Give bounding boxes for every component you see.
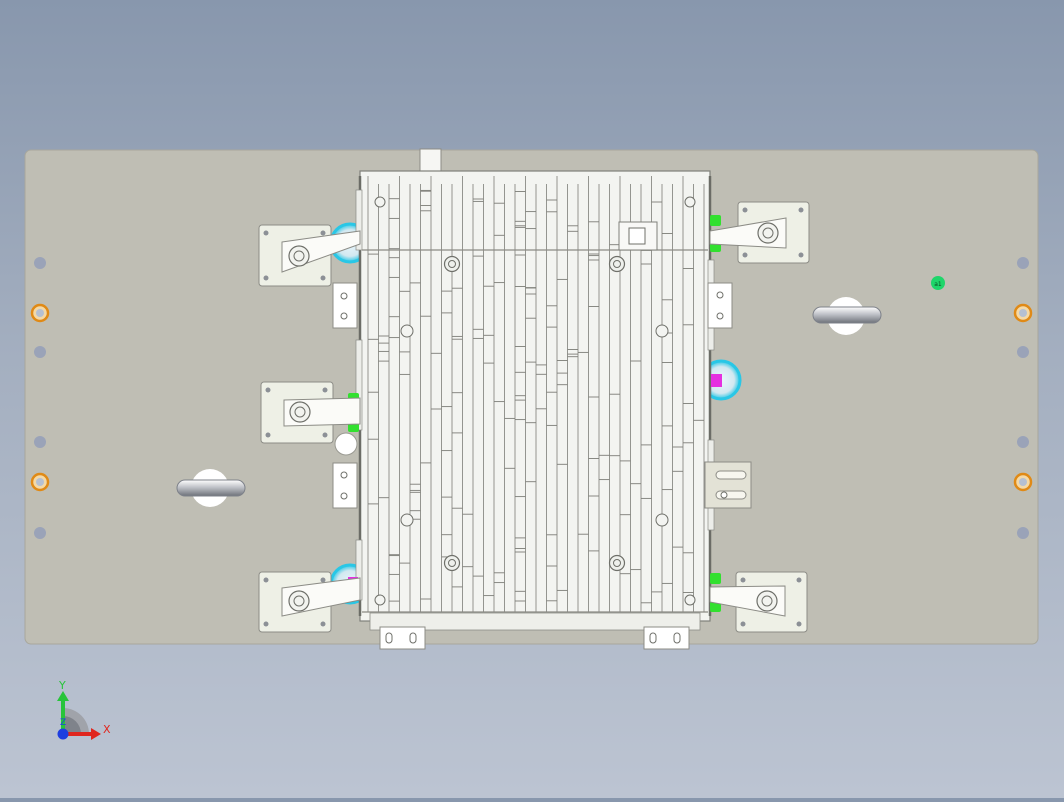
toggle-clamp-bottom-left[interactable]: [258, 571, 361, 633]
housing-screw: [608, 255, 626, 273]
magenta-marker: [711, 374, 722, 387]
plate-through-hole: [334, 432, 358, 456]
dowel-ring: [30, 472, 50, 492]
clamp-spindle: [288, 245, 310, 267]
support-block-right-upper[interactable]: [707, 282, 733, 329]
dowel-ring: [1013, 303, 1033, 323]
clamp-spindle: [289, 401, 311, 423]
coordinate-triad: [57, 691, 101, 740]
dowel-rings: [30, 303, 1033, 492]
bottom-stop-block-left[interactable]: [379, 626, 426, 650]
housing-boss-hole: [400, 513, 414, 527]
housing-screw: [608, 554, 626, 572]
annotation-marker[interactable]: a1: [931, 276, 945, 290]
housing-screw: [443, 255, 461, 273]
support-block-left-upper[interactable]: [332, 282, 358, 329]
cast-housing[interactable]: [355, 170, 715, 631]
plate-hole: [34, 527, 46, 539]
housing-boss-hole: [374, 594, 386, 606]
clamp-spindle: [757, 222, 779, 244]
housing-screws: [443, 255, 626, 572]
plate-side-holes: [34, 257, 1029, 539]
fin-cross-ribs: [368, 189, 704, 604]
clamp-spindle: [756, 590, 778, 612]
toggle-clamp-mid-left[interactable]: [260, 381, 361, 444]
contact-pad: [710, 215, 721, 226]
lifting-handle-right[interactable]: [812, 297, 882, 335]
triad-y-arrowhead: [57, 691, 69, 701]
plate-hole: [34, 257, 46, 269]
plate-hole: [34, 436, 46, 448]
housing-boss-hole: [655, 324, 669, 338]
plate-hole: [34, 346, 46, 358]
annotation-marker-label: a1: [934, 281, 942, 288]
clamp-spindle: [288, 590, 310, 612]
housing-boss-hole: [374, 196, 386, 208]
plate-hole: [1017, 346, 1029, 358]
plate-hole: [1017, 257, 1029, 269]
support-block-left-lower[interactable]: [332, 462, 358, 509]
dowel-ring: [30, 303, 50, 323]
housing-screw: [443, 554, 461, 572]
triad-z-label: Z: [60, 718, 67, 728]
toggle-clamp-bottom-right[interactable]: [709, 571, 808, 633]
plate-hole: [1017, 436, 1029, 448]
housing-boss-hole: [684, 196, 696, 208]
triad-z-axis: [57, 728, 69, 740]
bottom-stop-block-right[interactable]: [643, 626, 690, 650]
triad-y-label: Y: [59, 679, 66, 692]
lifting-handle-left[interactable]: [176, 469, 246, 507]
housing-boss-hole: [684, 594, 696, 606]
dowel-ring: [1013, 472, 1033, 492]
contact-pad: [710, 573, 721, 584]
triad-x-arrowhead: [91, 728, 101, 740]
plate-hole: [1017, 527, 1029, 539]
housing-boss-hole: [400, 324, 414, 338]
housing-bosses: [374, 196, 696, 606]
toggle-clamp-top-right[interactable]: [709, 201, 810, 264]
slotted-block-right[interactable]: [704, 461, 752, 509]
triad-x-label: X: [103, 723, 111, 736]
toggle-clamp-top-left[interactable]: [258, 224, 361, 287]
housing-window-insert: [628, 227, 646, 245]
housing-boss-hole: [655, 513, 669, 527]
cooling-fins: [367, 176, 705, 612]
